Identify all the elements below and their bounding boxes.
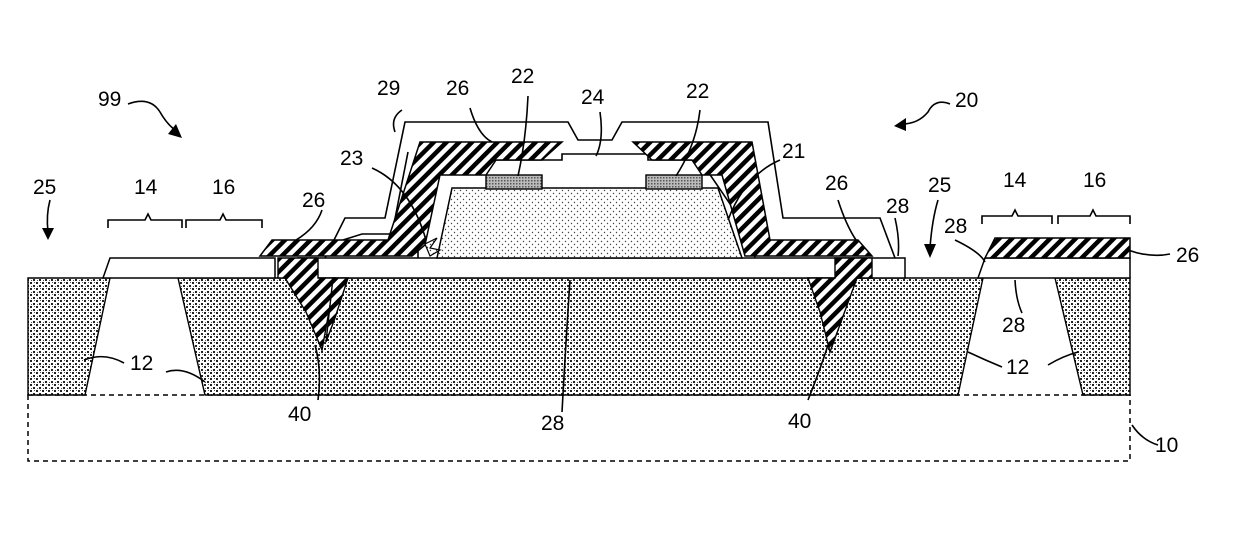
arrow-20: [894, 102, 950, 131]
label-12-left: 12: [130, 352, 153, 375]
label-16-right: 16: [1083, 169, 1106, 192]
surface-film-28: [103, 258, 1130, 278]
brace-14-left: [108, 214, 182, 228]
arrow-99: [128, 101, 182, 138]
label-29: 29: [377, 77, 400, 100]
label-40-right: 40: [788, 410, 811, 433]
label-25-left: 25: [33, 176, 56, 199]
label-14-left: 14: [134, 176, 158, 199]
mesa-21: [437, 188, 742, 258]
label-16-left: 16: [212, 176, 235, 199]
label-99: 99: [98, 88, 121, 111]
brace-14-right: [982, 210, 1052, 224]
label-28-mid: 28: [886, 195, 909, 218]
contact-22-right: [646, 175, 702, 189]
label-25-right: 25: [928, 174, 951, 197]
label-28-bottom: 28: [541, 412, 564, 435]
label-23: 23: [340, 147, 363, 170]
label-12-right: 12: [1006, 356, 1029, 379]
label-28-right-lower: 28: [1002, 314, 1025, 337]
label-24: 24: [581, 86, 605, 109]
label-28-right-upper: 28: [944, 215, 967, 238]
arrow-25-left: [42, 200, 54, 240]
label-21: 21: [782, 140, 805, 163]
substrate-10: [28, 395, 1130, 461]
hatched-layer-26-right: [985, 238, 1130, 258]
label-14-right: 14: [1003, 169, 1027, 192]
label-26-far-right: 26: [1176, 244, 1199, 267]
label-26-left: 26: [302, 189, 325, 212]
label-10: 10: [1155, 434, 1178, 457]
trench-fill-12: [28, 278, 1130, 395]
arrow-25-right: [924, 200, 938, 258]
contact-22-left: [486, 175, 542, 189]
label-20: 20: [955, 89, 978, 112]
label-26-right: 26: [825, 172, 848, 195]
label-22-left: 22: [511, 65, 534, 88]
label-40-left: 40: [288, 403, 311, 426]
label-26-top: 26: [446, 77, 469, 100]
brace-16-right: [1058, 210, 1130, 224]
brace-16-left: [186, 214, 262, 228]
label-22-right: 22: [686, 80, 709, 103]
